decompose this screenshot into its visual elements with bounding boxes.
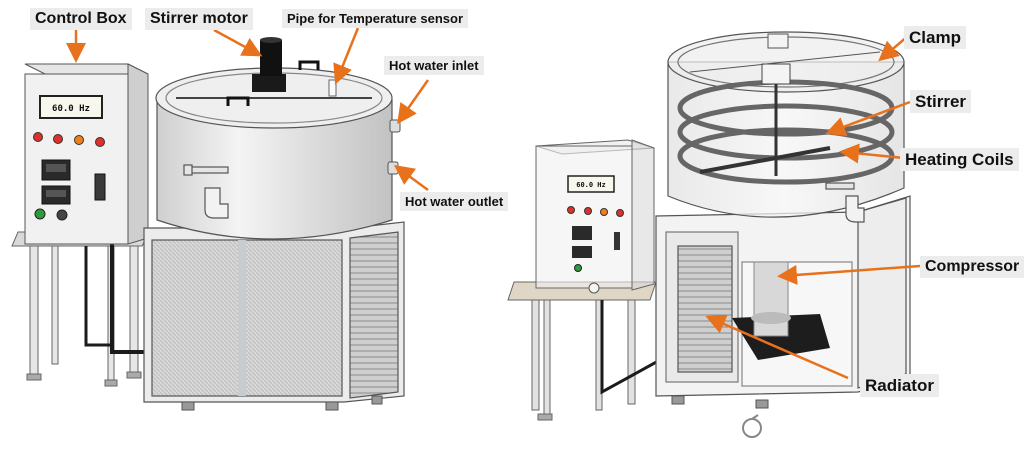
- water-tank: [155, 67, 393, 240]
- label-stirrer-motor: Stirrer motor: [145, 8, 253, 30]
- clamp: [761, 63, 791, 85]
- arrow-hot-inlet: [397, 79, 430, 125]
- arrow-radiator: [705, 314, 849, 380]
- arrow-heating-coils: [839, 143, 905, 164]
- switch: [94, 173, 106, 201]
- cabinet-feet: [181, 395, 383, 411]
- temp-sensor-pipe: [328, 79, 337, 97]
- right-machine: 60.0 Hz: [507, 31, 911, 438]
- left-machine: 60.0 Hz: [11, 37, 405, 411]
- stirrer-motor: [252, 37, 286, 92]
- arrow-stirrer-motor: [213, 28, 263, 57]
- label-stirrer: Stirrer: [910, 90, 972, 113]
- indicator-leds: [33, 132, 105, 147]
- rotate-icon: [742, 414, 762, 438]
- arrow-temp-pipe: [333, 27, 360, 85]
- drain-faucet: [183, 164, 229, 219]
- label-control-box: Control Box: [30, 8, 132, 30]
- arrow-hot-outlet: [393, 165, 429, 192]
- label-temperature-pipe: Pipe for Temperature sensor: [282, 9, 469, 28]
- label-heating-coils: Heating Coils: [900, 148, 1019, 171]
- label-hot-water-outlet: Hot water outlet: [400, 192, 509, 211]
- control-box-stand: [11, 231, 151, 387]
- arrow-compressor: [777, 264, 921, 285]
- display-text: 60.0 Hz: [52, 104, 90, 114]
- label-clamp: Clamp: [904, 26, 966, 49]
- arrow-stirrer: [825, 100, 911, 137]
- label-hot-water-inlet: Hot water inlet: [384, 56, 484, 75]
- label-compressor: Compressor: [920, 256, 1024, 278]
- right-display-text: 60.0 Hz: [576, 181, 606, 189]
- frequency-display: [39, 95, 103, 119]
- hot-water-outlet-port: [387, 161, 399, 175]
- right-drain-faucet: [825, 182, 865, 223]
- glass-box-stand: [507, 281, 657, 421]
- arrow-clamp: [878, 35, 909, 62]
- annotation-arrows: [66, 27, 921, 380]
- hot-water-inlet-port: [389, 119, 401, 133]
- label-radiator: Radiator: [860, 374, 939, 397]
- base-cabinet: [143, 221, 405, 403]
- glass-control-box: [535, 139, 655, 291]
